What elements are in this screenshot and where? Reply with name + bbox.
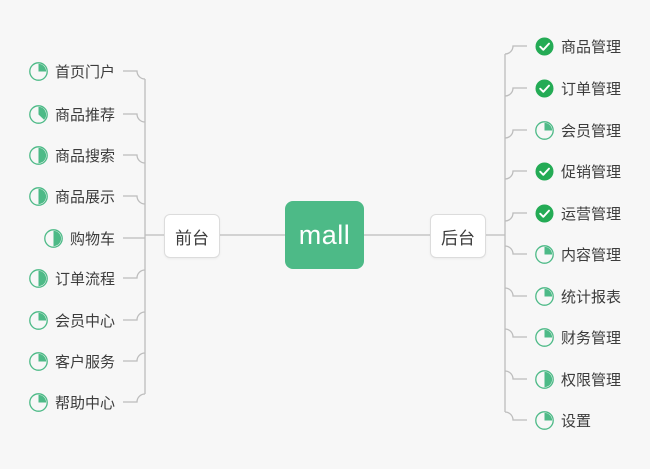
check-circle-icon bbox=[535, 79, 554, 97]
leaf-item-frontend-3[interactable]: 商品展示 bbox=[29, 183, 115, 209]
pie-progress-icon bbox=[535, 244, 554, 264]
leaf-item-backend-2[interactable]: 会员管理 bbox=[535, 117, 621, 143]
leaf-item-frontend-6[interactable]: 会员中心 bbox=[29, 307, 115, 333]
leaf-item-backend-4-label: 运营管理 bbox=[561, 205, 622, 223]
leaf-item-frontend-3-label: 商品展示 bbox=[54, 188, 115, 206]
leaf-item-frontend-0[interactable]: 首页门户 bbox=[29, 58, 115, 84]
leaf-item-frontend-1[interactable]: 商品推荐 bbox=[29, 101, 115, 127]
pie-progress-icon bbox=[29, 104, 48, 124]
leaf-item-frontend-8[interactable]: 帮助中心 bbox=[29, 389, 115, 415]
pie-progress-icon bbox=[29, 392, 48, 412]
leaf-item-backend-9[interactable]: 设置 bbox=[535, 407, 591, 433]
leaf-item-backend-2-label: 会员管理 bbox=[561, 122, 622, 140]
leaf-item-frontend-7-label: 客户服务 bbox=[54, 353, 115, 371]
leaf-item-frontend-0-label: 首页门户 bbox=[54, 63, 115, 81]
leaf-item-backend-6-label: 统计报表 bbox=[561, 288, 622, 306]
pie-progress-icon bbox=[29, 268, 48, 288]
pie-progress-icon bbox=[44, 228, 63, 248]
leaf-item-backend-5[interactable]: 内容管理 bbox=[535, 241, 621, 267]
branch-box-backend-label: 后台 bbox=[441, 228, 475, 248]
leaf-item-backend-0-label: 商品管理 bbox=[561, 38, 622, 56]
leaf-item-frontend-8-label: 帮助中心 bbox=[54, 394, 115, 412]
leaf-item-backend-9-label: 设置 bbox=[561, 412, 592, 430]
leaf-item-backend-3[interactable]: 促销管理 bbox=[535, 158, 621, 184]
check-circle-icon bbox=[535, 37, 554, 55]
leaf-item-backend-8-label: 权限管理 bbox=[561, 371, 622, 389]
leaf-item-frontend-6-label: 会员中心 bbox=[54, 312, 115, 330]
root-node-label: mall bbox=[298, 219, 351, 250]
leaf-item-backend-5-label: 内容管理 bbox=[561, 246, 622, 264]
leaf-item-backend-0[interactable]: 商品管理 bbox=[535, 33, 621, 59]
leaf-item-frontend-4[interactable]: 购物车 bbox=[44, 225, 115, 251]
pie-progress-icon bbox=[535, 369, 554, 389]
leaf-item-backend-3-label: 促销管理 bbox=[561, 163, 622, 181]
leaf-item-backend-1[interactable]: 订单管理 bbox=[535, 75, 621, 101]
leaf-item-backend-8[interactable]: 权限管理 bbox=[535, 366, 621, 392]
branch-box-frontend-label: 前台 bbox=[175, 228, 209, 248]
pie-progress-icon bbox=[535, 410, 554, 430]
root-node-mall[interactable]: mall bbox=[285, 201, 364, 269]
branch-box-frontend[interactable]: 前台 bbox=[164, 214, 220, 258]
pie-progress-icon bbox=[29, 61, 48, 81]
leaf-item-frontend-2-label: 商品搜索 bbox=[54, 147, 115, 165]
leaf-item-backend-4[interactable]: 运营管理 bbox=[535, 200, 621, 226]
pie-progress-icon bbox=[535, 286, 554, 306]
leaf-item-backend-1-label: 订单管理 bbox=[561, 80, 622, 98]
leaf-item-backend-6[interactable]: 统计报表 bbox=[535, 283, 621, 309]
leaf-item-frontend-2[interactable]: 商品搜索 bbox=[29, 142, 115, 168]
leaf-item-frontend-1-label: 商品推荐 bbox=[54, 106, 115, 124]
check-circle-icon bbox=[535, 204, 554, 222]
branch-box-backend[interactable]: 后台 bbox=[430, 214, 486, 258]
leaf-item-frontend-5-label: 订单流程 bbox=[54, 270, 115, 288]
pie-progress-icon bbox=[29, 310, 48, 330]
pie-progress-icon bbox=[535, 120, 554, 140]
pie-progress-icon bbox=[29, 186, 48, 206]
pie-progress-icon bbox=[535, 327, 554, 347]
leaf-item-frontend-4-label: 购物车 bbox=[69, 230, 115, 248]
leaf-item-frontend-7[interactable]: 客户服务 bbox=[29, 348, 115, 374]
leaf-item-backend-7-label: 财务管理 bbox=[561, 329, 622, 347]
pie-progress-icon bbox=[29, 145, 48, 165]
pie-progress-icon bbox=[29, 351, 48, 371]
leaf-item-frontend-5[interactable]: 订单流程 bbox=[29, 265, 115, 291]
check-circle-icon bbox=[535, 162, 554, 180]
leaf-item-backend-7[interactable]: 财务管理 bbox=[535, 324, 621, 350]
